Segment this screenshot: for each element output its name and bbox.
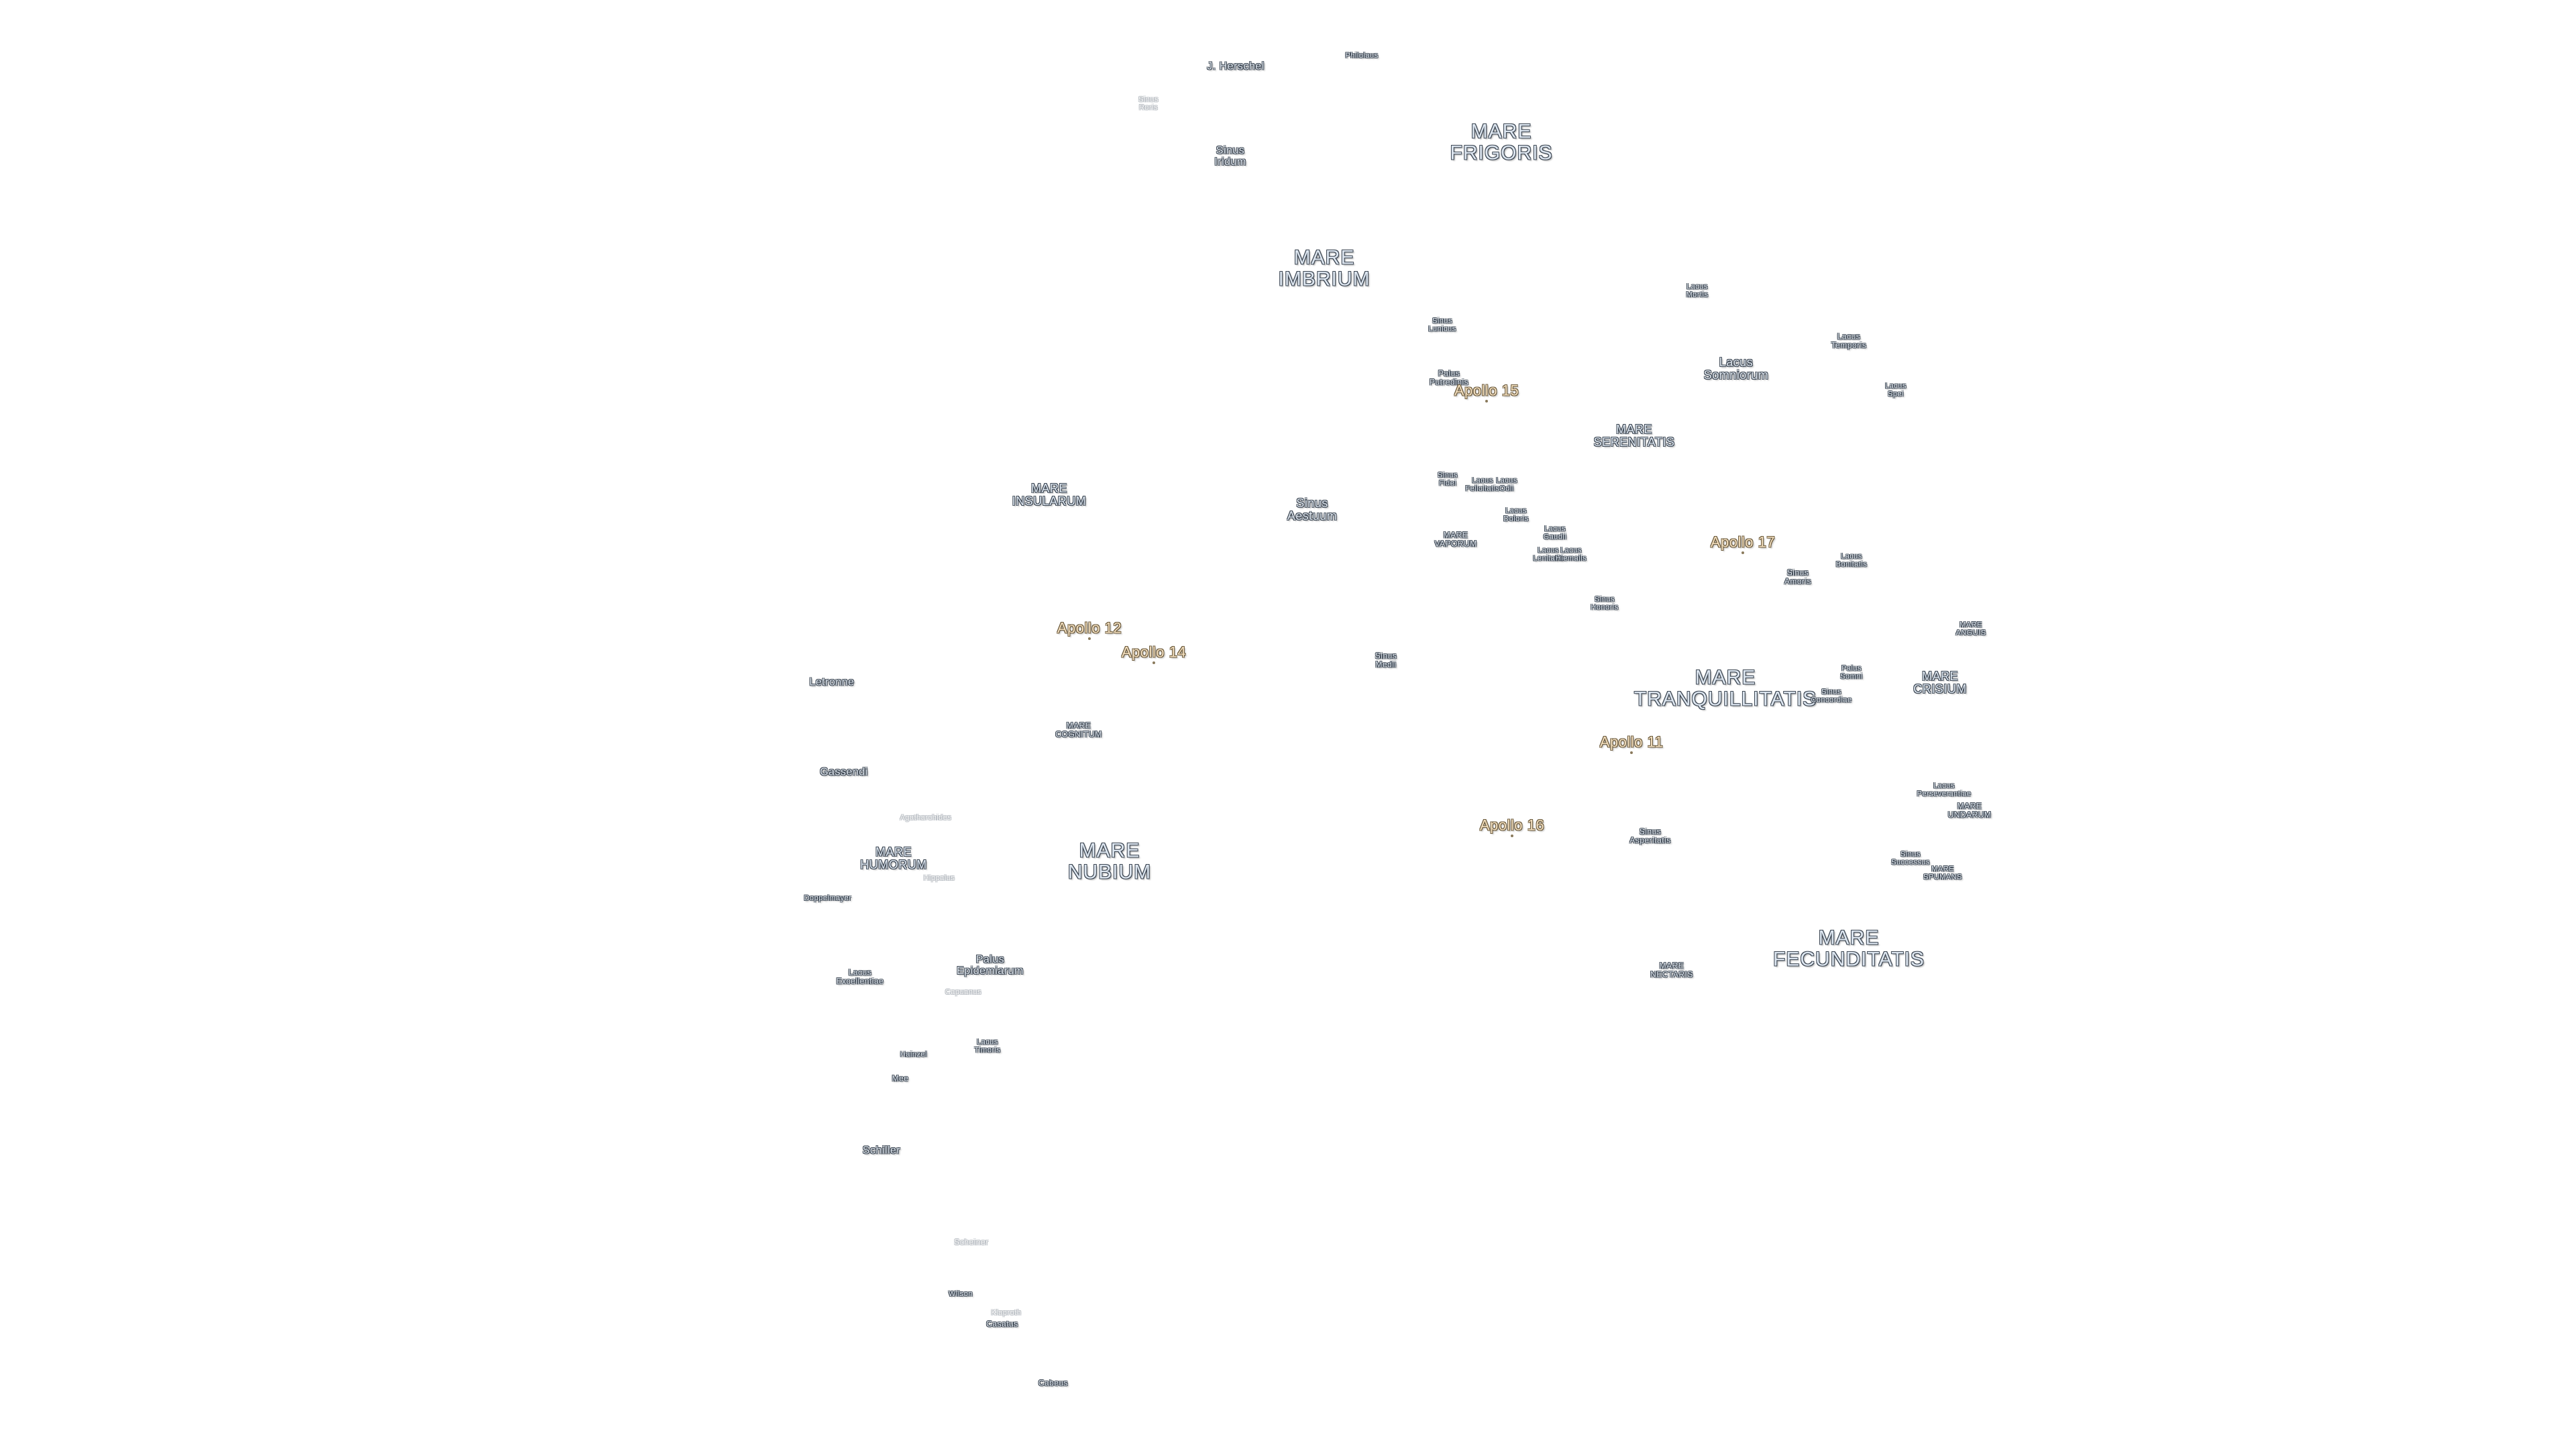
landing-site-marker-icon[interactable] <box>1152 661 1155 664</box>
feature-label-j-herschel: J. Herschel <box>1207 60 1265 72</box>
apollo-site-label-apollo-17[interactable]: Apollo 17 <box>1710 533 1776 551</box>
feature-label-mare-anguis: MARE ANGUIS <box>1955 621 1986 637</box>
feature-label-mare-nectaris: MARE NECTARIS <box>1650 961 1693 979</box>
feature-label-sinus-fidei: Sinus Fidei <box>1437 471 1458 487</box>
feature-label-palus-putredinis: Palus Putredinis <box>1429 368 1469 386</box>
feature-label-lacus-felicitatis: Lacus Felicitatis <box>1465 476 1500 492</box>
landing-site-marker-icon[interactable] <box>1088 637 1091 640</box>
feature-label-lacus-temporis: Lacus Temporis <box>1831 331 1867 350</box>
feature-label-agatharchides: Agatharchides <box>900 814 952 822</box>
feature-label-mare-frigoris: MARE FRIGORIS <box>1450 120 1553 164</box>
feature-label-lacus-spei: Lacus Spei <box>1885 382 1907 398</box>
feature-label-sinus-successus: Sinus Successus <box>1891 850 1930 866</box>
feature-label-lacus-lenitatis: Lacus Lenitatis <box>1533 546 1564 562</box>
feature-label-sinus-honoris: Sinus Honoris <box>1591 595 1619 611</box>
feature-label-letronne: Letronne <box>809 676 855 688</box>
feature-label-mare-vaporum: MARE VAPORUM <box>1434 530 1477 548</box>
landing-site-marker-icon[interactable] <box>1741 551 1744 554</box>
feature-label-doppelmayer: Doppelmayer <box>804 894 852 903</box>
feature-label-lacus-perseverantiae: Lacus Perseverantiae <box>1917 782 1972 798</box>
feature-label-mee: Mee <box>892 1073 909 1083</box>
feature-label-sinus-aestuum: Sinus Aestuum <box>1287 496 1338 523</box>
feature-label-sinus-roris: Sinus Roris <box>1138 95 1159 111</box>
feature-label-lacus-hiemalis: Lacus Hiemalis <box>1555 546 1587 562</box>
feature-label-gassendi: Gassendi <box>820 766 868 778</box>
feature-label-klaproth: Klaproth <box>991 1309 1022 1318</box>
feature-label-sinus-amoris: Sinus Amoris <box>1784 568 1812 586</box>
landing-site-marker-icon[interactable] <box>1511 835 1513 837</box>
apollo-site-label-apollo-12[interactable]: Apollo 12 <box>1057 619 1122 637</box>
feature-label-mare-crisium: MARE CRISIUM <box>1913 669 1967 696</box>
feature-label-lacus-doloris: Lacus Doloris <box>1503 506 1529 523</box>
feature-label-mare-nubium: MARE NUBIUM <box>1067 839 1152 883</box>
feature-label-philolaus: Philolaus <box>1345 52 1379 60</box>
feature-label-palus-somni: Palus Somni <box>1840 664 1863 680</box>
feature-label-sinus-lunicus: Sinus Lunicus <box>1428 317 1456 333</box>
feature-label-palus-epidemiarum: Palus Epidemiarum <box>957 954 1024 977</box>
landing-site-marker-icon[interactable] <box>1630 751 1633 754</box>
feature-label-lacus-odii: Lacus Odii <box>1496 476 1517 492</box>
feature-label-mare-cognitum: MARE COGNITUM <box>1055 720 1102 739</box>
feature-label-sinus-concordiae: Sinus Concordiae <box>1811 688 1852 704</box>
feature-label-schiller: Schiller <box>862 1144 901 1157</box>
feature-label-mare-imbrium: MARE IMBRIUM <box>1278 246 1371 290</box>
feature-label-mare-fecunditatis: MARE FECUNDITATIS <box>1773 926 1925 970</box>
feature-label-sinus-iridum: Sinus Iridum <box>1214 145 1246 168</box>
feature-label-lacus-timoris: Lacus Timoris <box>974 1038 1001 1054</box>
feature-label-mare-tranquillitatis: MARE TRANQUILLITATIS <box>1633 666 1817 710</box>
feature-label-wilson: Wilson <box>948 1290 973 1299</box>
feature-label-lacus-mortis: Lacus Mortis <box>1686 282 1709 299</box>
feature-label-cabeus: Cabeus <box>1038 1378 1069 1388</box>
apollo-site-label-apollo-15[interactable]: Apollo 15 <box>1454 382 1519 399</box>
feature-label-capuanus: Capuanus <box>945 988 982 997</box>
feature-label-mare-humorum: MARE HUMORUM <box>860 845 927 871</box>
feature-label-hippalus: Hippalus <box>923 874 955 883</box>
feature-label-lacus-somniorum: Lacus Somniorum <box>1703 356 1769 382</box>
feature-label-mare-serenitatis: MARE SERENITATIS <box>1593 423 1675 449</box>
feature-label-scheiner: Scheiner <box>954 1237 989 1247</box>
feature-label-lacus-excellentiae: Lacus Excellentiae <box>836 967 884 985</box>
feature-label-sinus-asperitatis: Sinus Asperitatis <box>1629 826 1671 845</box>
feature-label-hainzel: Hainzel <box>900 1051 928 1059</box>
feature-label-lacus-bonitatis: Lacus Bonitatis <box>1835 552 1868 568</box>
feature-label-mare-insularum: MARE INSULARUM <box>1012 482 1087 508</box>
apollo-site-label-apollo-14[interactable]: Apollo 14 <box>1121 643 1187 661</box>
landing-site-marker-icon[interactable] <box>1485 400 1488 402</box>
feature-label-casatus: Casatus <box>986 1319 1018 1329</box>
feature-label-sinus-medii: Sinus Medii <box>1375 651 1397 669</box>
apollo-site-label-apollo-11[interactable]: Apollo 11 <box>1599 733 1664 751</box>
feature-label-lacus-gaudii: Lacus Gaudii <box>1543 525 1567 541</box>
apollo-site-label-apollo-16[interactable]: Apollo 16 <box>1479 816 1545 834</box>
feature-label-mare-undarum: MARE UNDARUM <box>1947 801 1992 819</box>
feature-label-mare-spumans: MARE SPUMANS <box>1923 865 1962 881</box>
